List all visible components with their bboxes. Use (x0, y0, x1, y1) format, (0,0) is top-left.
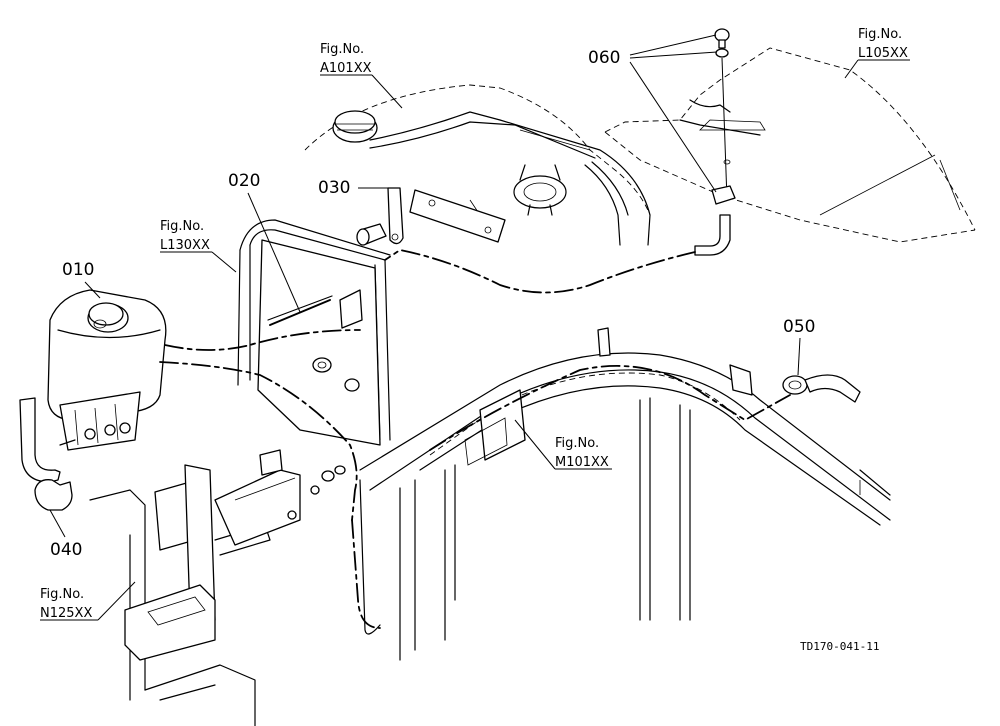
part-040-hose (19, 397, 76, 511)
part-020-breather-pipe (159, 249, 791, 629)
figure-references: Fig.No. A101XX Fig.No. L105XX Fig.No. L1… (40, 27, 910, 621)
part-010-reservoir-tank (47, 289, 167, 451)
callout-050: 050 (783, 317, 815, 337)
part-030-bracket (356, 187, 506, 246)
part-050-clamp (782, 374, 861, 403)
callout-010: 010 (62, 260, 94, 280)
fig-ref-l105xx-code: L105XX (858, 46, 908, 61)
upper-body-panel (304, 84, 651, 246)
part-060-clip-and-bolt (694, 28, 736, 256)
fig-ref-l130xx-label: Fig.No. (160, 219, 204, 234)
callouts: 010 020 030 040 050 060 (49, 34, 815, 560)
fig-ref-l105xx-label: Fig.No. (858, 27, 902, 42)
right-fender-panel (604, 47, 976, 243)
fig-ref-a101xx-code: A101XX (320, 61, 372, 76)
callout-030: 030 (318, 178, 350, 198)
callout-060: 060 (588, 48, 620, 68)
drawing-code: TD170-041-11 (800, 640, 879, 653)
fig-ref-m101xx-code: M101XX (555, 455, 609, 470)
fig-ref-n125xx-code: N125XX (40, 606, 92, 621)
callout-040: 040 (50, 540, 82, 560)
fig-ref-a101xx-label: Fig.No. (320, 42, 364, 57)
fig-ref-n125xx-label: Fig.No. (40, 587, 84, 602)
lower-frame-bracket (89, 449, 346, 726)
fig-ref-l130xx-code: L130XX (160, 238, 210, 253)
tank-mount-plate (237, 219, 391, 446)
fig-ref-m101xx-label: Fig.No. (555, 436, 599, 451)
callout-020: 020 (228, 171, 260, 191)
